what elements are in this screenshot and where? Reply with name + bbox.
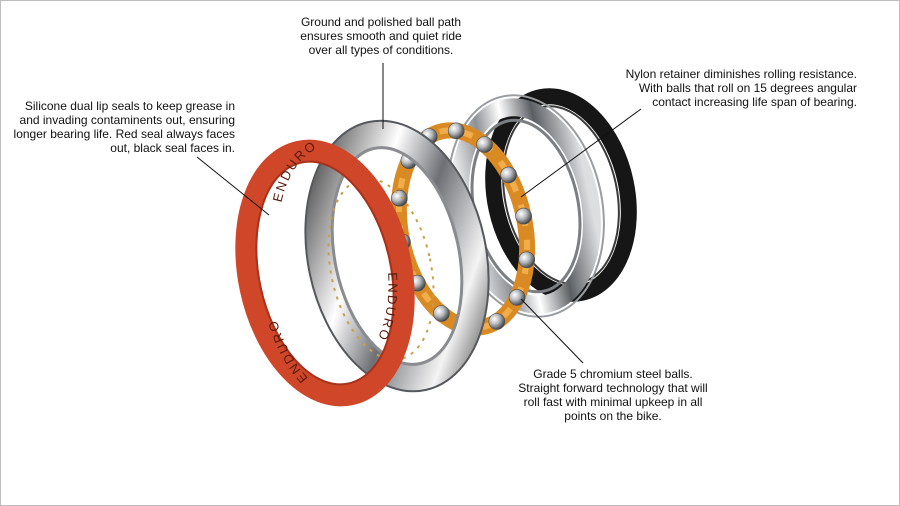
callout-seals: Silicone dual lip seals to keep grease i… — [13, 99, 235, 155]
steel-ball — [500, 166, 517, 184]
steel-ball — [508, 289, 526, 306]
leader-balls — [520, 298, 584, 364]
outer-race — [304, 119, 490, 393]
steel-ball — [515, 207, 532, 225]
steel-ball — [476, 136, 493, 153]
callout-balls: Grade 5 chromium steel balls. Straight f… — [518, 367, 708, 423]
leader-seals — [196, 156, 270, 216]
leader-retainer — [520, 108, 642, 198]
steel-ball — [390, 189, 408, 207]
callout-ball-path: Ground and polished ball path ensures sm… — [300, 15, 462, 57]
steel-ball — [488, 313, 506, 330]
steel-ball — [447, 122, 465, 140]
leader-lines — [196, 63, 642, 364]
callout-retainer: Nylon retainer diminishes rolling resist… — [625, 67, 857, 109]
steel-ball — [518, 251, 536, 269]
steel-ball — [433, 305, 450, 322]
